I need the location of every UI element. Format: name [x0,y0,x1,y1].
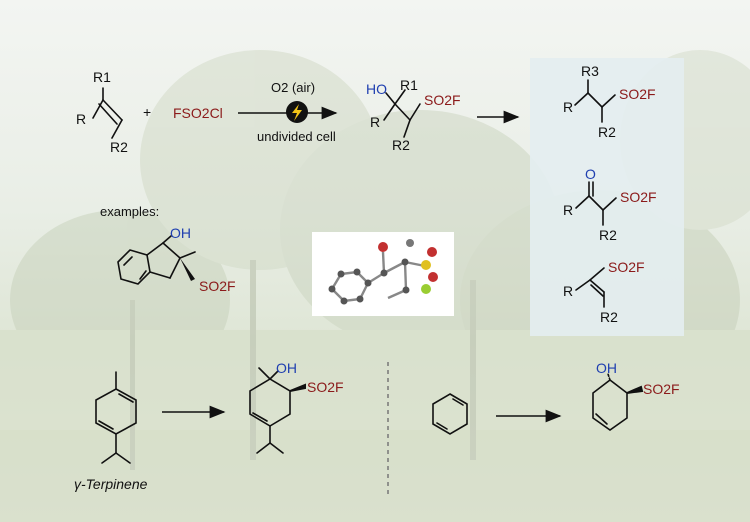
cyclohexadiene-product: OH SO2F [592,360,680,431]
product2-r2-label: R2 [599,227,617,243]
alkene-reactant: R1 R R2 [76,69,128,155]
terpinene-product: OH SO2F [249,360,344,454]
oxidant-label: O2 (air) [271,80,315,95]
intermediate-r2-label: R2 [392,137,410,153]
intermediate-structure: HO R1 R SO2F R2 [366,77,461,153]
alkene-r-label: R [76,111,86,127]
product2-o-label: O [585,166,596,182]
intermediate-so2f-label: SO2F [424,92,461,108]
product2-so2f-label: SO2F [620,189,657,205]
product2-r-label: R [563,202,573,218]
intermediate-ho-label: HO [366,81,387,97]
products-panel [530,58,684,336]
product-alkenyl: R SO2F R2 [563,259,645,325]
product1-r2-label: R2 [598,124,616,140]
product-ketone: O R SO2F R2 [563,166,657,243]
terpinene-name-label: γ-Terpinene [74,476,148,492]
indane-so2f-label: SO2F [199,278,236,294]
crystal-structure-image [312,232,454,316]
indane-example: OH SO2F [117,225,236,294]
product1-r3-label: R3 [581,63,599,79]
diene-product-so2f-label: SO2F [643,381,680,397]
cyclohexadiene-reactant [432,393,468,435]
product1-r-label: R [563,99,573,115]
product-alkyl: R3 R SO2F R2 [563,63,656,140]
reagent-label: FSO2Cl [173,105,223,121]
examples-label: examples: [100,204,159,219]
product3-r-label: R [563,283,573,299]
alkene-r2-label: R2 [110,139,128,155]
alkene-r1-label: R1 [93,69,111,85]
product3-so2f-label: SO2F [608,259,645,275]
intermediate-r-label: R [370,114,380,130]
product1-so2f-label: SO2F [619,86,656,102]
cell-label: undivided cell [257,129,336,144]
indane-oh-label: OH [170,225,191,241]
product3-r2-label: R2 [600,309,618,325]
diene-product-oh-label: OH [596,360,617,376]
terpinene-product-so2f-label: SO2F [307,379,344,395]
terpinene-reactant: γ-Terpinene [74,371,148,492]
terpinene-product-oh-label: OH [276,360,297,376]
plus-sign: + [143,104,151,120]
intermediate-r1-label: R1 [400,77,418,93]
